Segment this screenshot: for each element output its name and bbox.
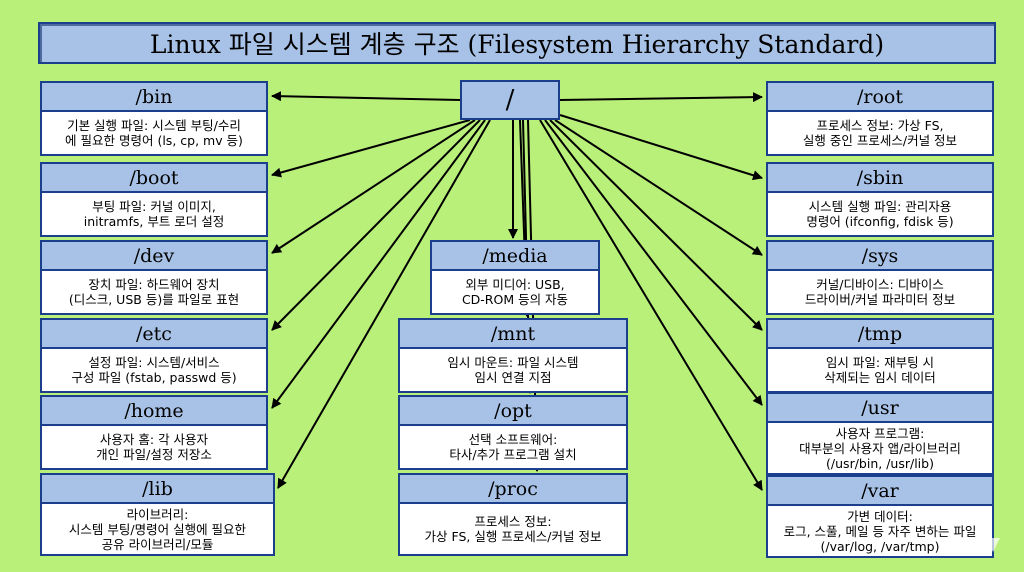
arrow-to-sys xyxy=(554,119,763,256)
node-media-description: 외부 미디어: USB, CD-ROM 등의 자동 xyxy=(430,271,600,315)
node-dev-description: 장치 파일: 하드웨어 장치 (디스크, USB 등)를 파일로 표현 xyxy=(40,271,268,315)
diagram-title: Linux 파일 시스템 계층 구조 (Filesystem Hierarchy… xyxy=(38,22,996,64)
node-home-line-2: 개인 파일/설정 저장소 xyxy=(96,447,212,462)
arrow-to-tmp xyxy=(549,119,763,331)
node-home-line-1: 사용자 홈: 각 사용자 xyxy=(99,432,209,447)
node-etc-description: 설정 파일: 시스템/서비스 구성 파일 (fstab, passwd 등) xyxy=(40,349,268,393)
node-root-line-1: 프로세스 정보: 가상 FS, xyxy=(816,118,944,133)
node-usr-line-3: (/usr/bin, /usr/lib) xyxy=(826,455,934,471)
node-tmp-line-1: 임시 파일: 재부팅 시 xyxy=(825,355,935,370)
node-root-line-2: 실행 중인 프로세스/커널 정보 xyxy=(802,133,958,148)
node-proc-description: 프로세스 정보: 가상 FS, 실행 프로세스/커널 정보 xyxy=(398,504,628,556)
node-usr-title: /usr xyxy=(766,392,994,423)
node-tmp: /tmp 임시 파일: 재부팅 시 삭제되는 임시 데이터 xyxy=(766,318,994,393)
node-sbin-description: 시스템 실행 파일: 관리자용 명령어 (ifconfig, fdisk 등) xyxy=(766,193,994,237)
arrow-to-etc xyxy=(271,119,481,331)
arrow-to-var xyxy=(539,119,763,491)
node-sys-title: /sys xyxy=(766,240,994,271)
node-bin-description: 기본 실행 파일: 시스템 부팅/수리 에 필요한 명령어 (ls, cp, m… xyxy=(40,112,268,156)
node-proc: /proc 프로세스 정보: 가상 FS, 실행 프로세스/커널 정보 xyxy=(398,473,628,556)
node-home-description: 사용자 홈: 각 사용자 개인 파일/설정 저장소 xyxy=(40,426,268,470)
node-sbin-line-1: 시스템 실행 파일: 관리자용 xyxy=(808,199,952,214)
node-proc-line-2: 가상 FS, 실행 프로세스/커널 정보 xyxy=(424,529,602,544)
node-var: /var 가변 데이터: 로그, 스풀, 메일 등 자주 변하는 파일 (/va… xyxy=(766,475,994,558)
node-lib-line-3: 공유 라이브러리/모듈 xyxy=(101,536,214,552)
node-media: /media 외부 미디어: USB, CD-ROM 등의 자동 xyxy=(430,240,600,315)
arrow-to-sbin xyxy=(559,114,763,181)
node-root-description: 프로세스 정보: 가상 FS, 실행 중인 프로세스/커널 정보 xyxy=(766,112,994,156)
node-opt-title: /opt xyxy=(398,395,628,426)
node-tmp-line-2: 삭제되는 임시 데이터 xyxy=(824,370,936,385)
node-dev: /dev 장치 파일: 하드웨어 장치 (디스크, USB 등)를 파일로 표현 xyxy=(40,240,268,315)
node-var-title: /var xyxy=(766,475,994,506)
node-mnt-description: 임시 마운트: 파일 시스템 임시 연결 지점 xyxy=(398,349,628,393)
node-etc-title: /etc xyxy=(40,318,268,349)
node-home-title: /home xyxy=(40,395,268,426)
node-etc-line-1: 설정 파일: 시스템/서비스 xyxy=(88,355,220,370)
node-boot: /boot 부팅 파일: 커널 이미지, initramfs, 부트 로더 설정 xyxy=(40,162,268,237)
node-mnt-title: /mnt xyxy=(398,318,628,349)
node-usr-description: 사용자 프로그램: 대부분의 사용자 앱/라이브러리 (/usr/bin, /u… xyxy=(766,423,994,475)
node-bin-line-2: 에 필요한 명령어 (ls, cp, mv 등) xyxy=(65,133,243,148)
node-bin-title: /bin xyxy=(40,81,268,112)
node-opt-description: 선택 소프트웨어: 타사/추가 프로그램 설치 xyxy=(398,426,628,470)
cursor-marker-icon xyxy=(986,538,1000,552)
node-lib-line-1: 라이브러리: xyxy=(126,506,189,522)
node-lib-description: 라이브러리: 시스템 부팅/명령어 실행에 필요한 공유 라이브러리/모듈 xyxy=(40,504,275,556)
node-media-line-2: CD-ROM 등의 자동 xyxy=(461,292,569,307)
root-directory-node: / xyxy=(460,80,560,120)
node-dev-title: /dev xyxy=(40,240,268,271)
node-tmp-description: 임시 파일: 재부팅 시 삭제되는 임시 데이터 xyxy=(766,349,994,393)
node-dev-line-1: 장치 파일: 하드웨어 장치 xyxy=(88,277,220,292)
node-sbin-line-2: 명령어 (ifconfig, fdisk 등) xyxy=(806,214,954,229)
node-lib-line-2: 시스템 부팅/명령어 실행에 필요한 xyxy=(68,521,247,537)
node-media-title: /media xyxy=(430,240,600,271)
node-boot-line-1: 부팅 파일: 커널 이미지, xyxy=(92,199,216,214)
arrow-to-usr xyxy=(544,119,763,406)
node-bin-line-1: 기본 실행 파일: 시스템 부팅/수리 xyxy=(67,118,241,133)
node-dev-line-2: (디스크, USB 등)를 파일로 표현 xyxy=(68,292,240,307)
node-bin: /bin 기본 실행 파일: 시스템 부팅/수리 에 필요한 명령어 (ls, … xyxy=(40,81,268,156)
node-etc-line-2: 구성 파일 (fstab, passwd 등) xyxy=(71,370,237,385)
node-var-description: 가변 데이터: 로그, 스풀, 메일 등 자주 변하는 파일 (/var/log… xyxy=(766,506,994,558)
node-boot-line-2: initramfs, 부트 로더 설정 xyxy=(83,214,225,229)
node-home: /home 사용자 홈: 각 사용자 개인 파일/설정 저장소 xyxy=(40,395,268,470)
node-lib-title: /lib xyxy=(40,473,275,504)
node-sys-description: 커널/디바이스: 디바이스 드라이버/커널 파라미터 정보 xyxy=(766,271,994,315)
node-tmp-title: /tmp xyxy=(766,318,994,349)
arrow-to-root xyxy=(559,92,763,103)
arrow-to-bin xyxy=(271,91,461,102)
node-sys: /sys 커널/디바이스: 디바이스 드라이버/커널 파라미터 정보 xyxy=(766,240,994,315)
node-usr: /usr 사용자 프로그램: 대부분의 사용자 앱/라이브러리 (/usr/bi… xyxy=(766,392,994,475)
arrow-to-dev xyxy=(271,119,476,254)
node-lib: /lib 라이브러리: 시스템 부팅/명령어 실행에 필요한 공유 라이브러리/… xyxy=(40,473,275,556)
node-opt-line-2: 타사/추가 프로그램 설치 xyxy=(449,447,577,462)
node-usr-line-1: 사용자 프로그램: xyxy=(835,425,925,441)
node-sys-line-1: 커널/디바이스: 디바이스 xyxy=(816,277,944,292)
node-var-line-2: 로그, 스풀, 메일 등 자주 변하는 파일 xyxy=(783,523,977,539)
node-var-line-3: (/var/log, /var/tmp) xyxy=(820,538,940,554)
node-etc: /etc 설정 파일: 시스템/서비스 구성 파일 (fstab, passwd… xyxy=(40,318,268,393)
node-root-title: /root xyxy=(766,81,994,112)
node-sbin: /sbin 시스템 실행 파일: 관리자용 명령어 (ifconfig, fdi… xyxy=(766,162,994,237)
node-opt-line-1: 선택 소프트웨어: xyxy=(468,432,558,447)
node-mnt-line-2: 임시 연결 지점 xyxy=(474,370,552,385)
node-opt: /opt 선택 소프트웨어: 타사/추가 프로그램 설치 xyxy=(398,395,628,470)
node-proc-line-1: 프로세스 정보: xyxy=(474,514,552,529)
arrow-to-lib xyxy=(277,119,491,489)
arrow-to-boot xyxy=(271,119,471,178)
arrow-to-home xyxy=(271,119,486,409)
node-sys-line-2: 드라이버/커널 파라미터 정보 xyxy=(804,292,956,307)
node-var-line-1: 가변 데이터: xyxy=(847,508,913,524)
node-boot-description: 부팅 파일: 커널 이미지, initramfs, 부트 로더 설정 xyxy=(40,193,268,237)
node-mnt: /mnt 임시 마운트: 파일 시스템 임시 연결 지점 xyxy=(398,318,628,393)
node-proc-title: /proc xyxy=(398,473,628,504)
node-sbin-title: /sbin xyxy=(766,162,994,193)
node-usr-line-2: 대부분의 사용자 앱/라이브러리 xyxy=(799,440,961,456)
node-root: /root 프로세스 정보: 가상 FS, 실행 중인 프로세스/커널 정보 xyxy=(766,81,994,156)
node-media-line-1: 외부 미디어: USB, xyxy=(465,277,565,292)
node-boot-title: /boot xyxy=(40,162,268,193)
node-mnt-line-1: 임시 마운트: 파일 시스템 xyxy=(447,355,579,370)
